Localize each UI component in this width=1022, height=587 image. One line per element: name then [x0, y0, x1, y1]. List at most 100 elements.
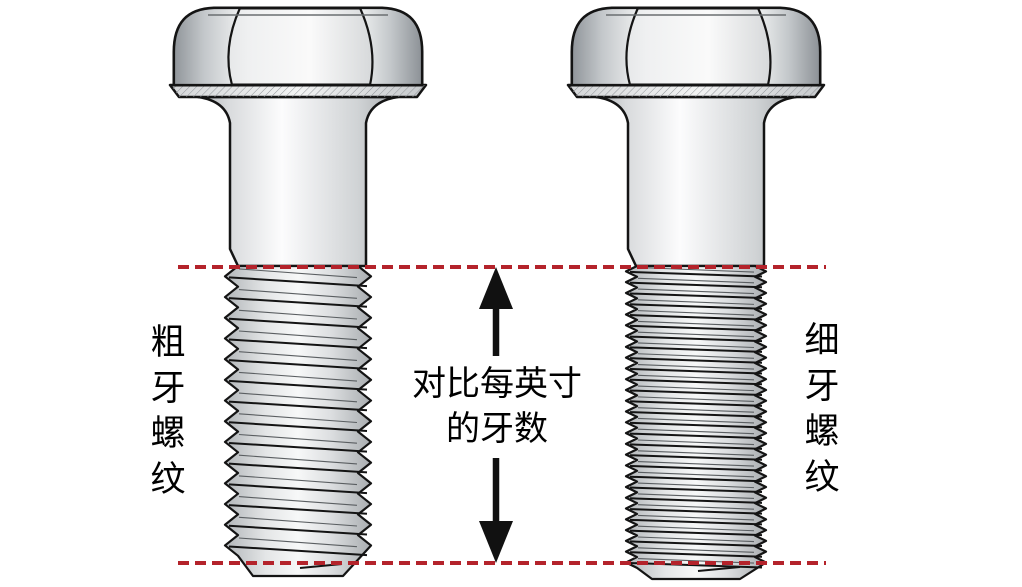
thread-root-line	[238, 330, 358, 341]
coarse-thread-label: 粗牙螺纹	[150, 323, 186, 499]
thread-root-line	[238, 516, 358, 527]
thread-root-line	[637, 320, 755, 327]
thread-crest-line	[228, 276, 368, 288]
washer-face-hatch	[568, 85, 824, 97]
thread-root-line	[637, 385, 755, 392]
caption-line-2: 的牙数	[446, 410, 548, 448]
thread-root-line	[637, 471, 755, 478]
arrow-head-up-icon	[479, 267, 513, 309]
thread-crest-line	[629, 346, 763, 353]
hex-head-left-facet	[570, 6, 640, 87]
thread-crest-line	[629, 292, 763, 300]
thread-root-line	[238, 289, 358, 299]
thread-root-line	[637, 363, 755, 370]
thread-crest-line	[629, 324, 763, 332]
thread-crest-line	[629, 529, 763, 537]
thread-crest-line	[629, 454, 763, 461]
thread-root-line	[637, 342, 755, 349]
tip-chamfer-line	[697, 566, 741, 572]
thread-crest-line	[629, 464, 763, 472]
thread-root-line	[637, 504, 755, 510]
hex-head-right-facet	[358, 6, 424, 87]
thread-crest-line	[228, 359, 368, 370]
thread-crest-line	[629, 357, 763, 364]
thread-crest-line	[629, 314, 763, 321]
thread-crest-line	[629, 335, 763, 343]
bolt-shank	[196, 95, 400, 268]
thread-crest-line	[629, 518, 763, 526]
thread-crest-line	[228, 297, 368, 308]
thread-root-line	[637, 547, 755, 553]
thread-crest-line	[228, 462, 368, 474]
thread-crest-line	[228, 421, 368, 432]
thread-crest-line	[629, 389, 763, 397]
thread-root-line	[238, 433, 358, 444]
thread-crest-line	[629, 400, 763, 407]
thread-root-line	[637, 450, 755, 456]
thread-root-line	[238, 496, 358, 506]
fine-thread-bolt	[566, 6, 826, 581]
thread-root-line	[238, 537, 358, 548]
thread-root-line	[637, 331, 755, 338]
thread-crest-line	[629, 551, 763, 558]
thread-crest-line	[629, 411, 763, 418]
thread-crest-line	[629, 508, 763, 515]
thread-root-line	[637, 536, 755, 543]
caption-line-1: 对比每英寸	[412, 365, 582, 403]
thread-root-line	[238, 392, 358, 403]
hex-head-right-facet	[756, 6, 822, 87]
thread-root-line	[637, 407, 755, 413]
thread-root-line	[637, 493, 755, 499]
thread-crest-line	[629, 303, 763, 310]
thread-root-line	[637, 428, 755, 435]
washer-face-hatch	[170, 85, 426, 97]
thread-root-line	[637, 299, 755, 305]
thread-root-line	[637, 525, 755, 532]
thread-crest-line	[629, 443, 763, 450]
thread-root-line	[637, 439, 755, 446]
thread-root-line	[637, 558, 755, 564]
bolt-shank	[594, 95, 798, 268]
arrow-head-down-icon	[479, 521, 513, 563]
thread-root-line	[238, 309, 358, 320]
threads-per-inch-caption: 对比每英寸 的牙数	[376, 356, 618, 458]
thread-crest-line	[228, 379, 368, 391]
thread-root-line	[238, 413, 358, 424]
thread-root-line	[637, 277, 755, 284]
thread-root-line	[637, 482, 755, 489]
fine-thread-label: 细牙螺纹	[804, 321, 840, 497]
thread-crest-line	[629, 497, 763, 504]
thread-crest-line	[228, 504, 368, 515]
coarse-thread-bolt	[168, 6, 428, 578]
thread-crest-line	[228, 338, 368, 350]
thread-root-line	[637, 353, 755, 359]
thread-crest-line	[629, 378, 763, 386]
thread-root-line	[238, 454, 358, 465]
thread-crest-line	[629, 270, 763, 278]
thread-crest-line	[228, 483, 368, 495]
thread-root-line	[238, 371, 358, 382]
thread-root-line	[238, 351, 358, 361]
thread-crest-line	[228, 441, 368, 453]
thread-root-line	[637, 374, 755, 381]
hex-head-left-facet	[172, 6, 242, 87]
thread-root-line	[637, 514, 755, 521]
thread-crest-line	[228, 524, 368, 536]
thread-crest-line	[629, 561, 763, 569]
thread-root-line	[637, 396, 755, 402]
thread-root-line	[238, 268, 358, 279]
thread-root-line	[637, 460, 755, 467]
thread-crest-line	[629, 540, 763, 547]
thread-crest-line	[228, 400, 368, 412]
thread-root-line	[637, 310, 755, 316]
thread-crest-line	[629, 281, 763, 289]
thread-crest-line	[629, 486, 763, 494]
thread-crest-line	[228, 545, 368, 557]
thread-crest-line	[629, 367, 763, 375]
thread-crest-line	[629, 432, 763, 440]
thread-crest-line	[629, 421, 763, 429]
thread-root-line	[637, 417, 755, 424]
thread-crest-line	[228, 317, 368, 329]
